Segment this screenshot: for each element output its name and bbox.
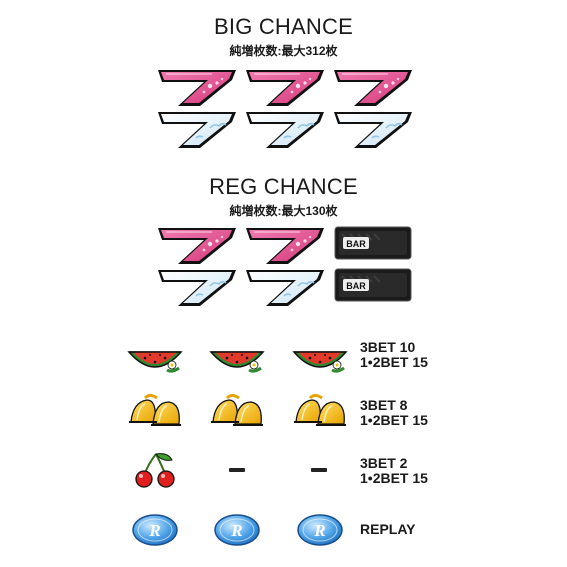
watermelon-icon [207,334,267,374]
replay-icon [290,510,350,550]
bell-icon [125,392,185,432]
blue-seven-icon [240,266,328,308]
watermelon-icon [125,334,185,374]
bell-icon [290,392,350,432]
blue-seven-icon [240,108,328,150]
payout-line-1: 3BET 10 [360,339,416,355]
payout-line-2: 1•2BET 15 [360,354,428,370]
bar-icon [334,226,412,260]
pink-seven-icon [240,66,328,108]
dash-icon [311,468,327,472]
payout-watermelon: 3BET 10 1•2BET 15 [360,340,428,370]
pink-seven-icon [240,224,328,266]
big-chance-title: BIG CHANCE [214,14,353,39]
big-chance-subtitle: 純増枚数:最大312枚 [229,44,338,58]
blue-seven-icon [152,108,240,150]
payout-cherry: 3BET 2 1•2BET 15 [360,456,428,486]
blue-seven-icon [328,108,416,150]
replay-icon [207,510,267,550]
bell-icon [207,392,267,432]
pink-seven-icon [152,66,240,108]
replay-icon [125,510,185,550]
reg-chance-subtitle: 純増枚数:最大130枚 [229,204,338,218]
watermelon-icon [290,334,350,374]
reg-chance-title: REG CHANCE [209,174,358,199]
cherry-icon [126,450,186,490]
payout-line-1: REPLAY [360,521,416,537]
payout-bell: 3BET 8 1•2BET 15 [360,398,428,428]
pink-seven-icon [328,66,416,108]
pink-seven-icon [152,224,240,266]
dash-icon [229,468,245,472]
payout-line-1: 3BET 8 [360,397,408,413]
payout-line-1: 3BET 2 [360,455,408,471]
payout-line-2: 1•2BET 15 [360,470,428,486]
payout-replay: REPLAY [360,522,416,537]
payout-line-2: 1•2BET 15 [360,412,428,428]
bar-icon [334,268,412,302]
blue-seven-icon [152,266,240,308]
